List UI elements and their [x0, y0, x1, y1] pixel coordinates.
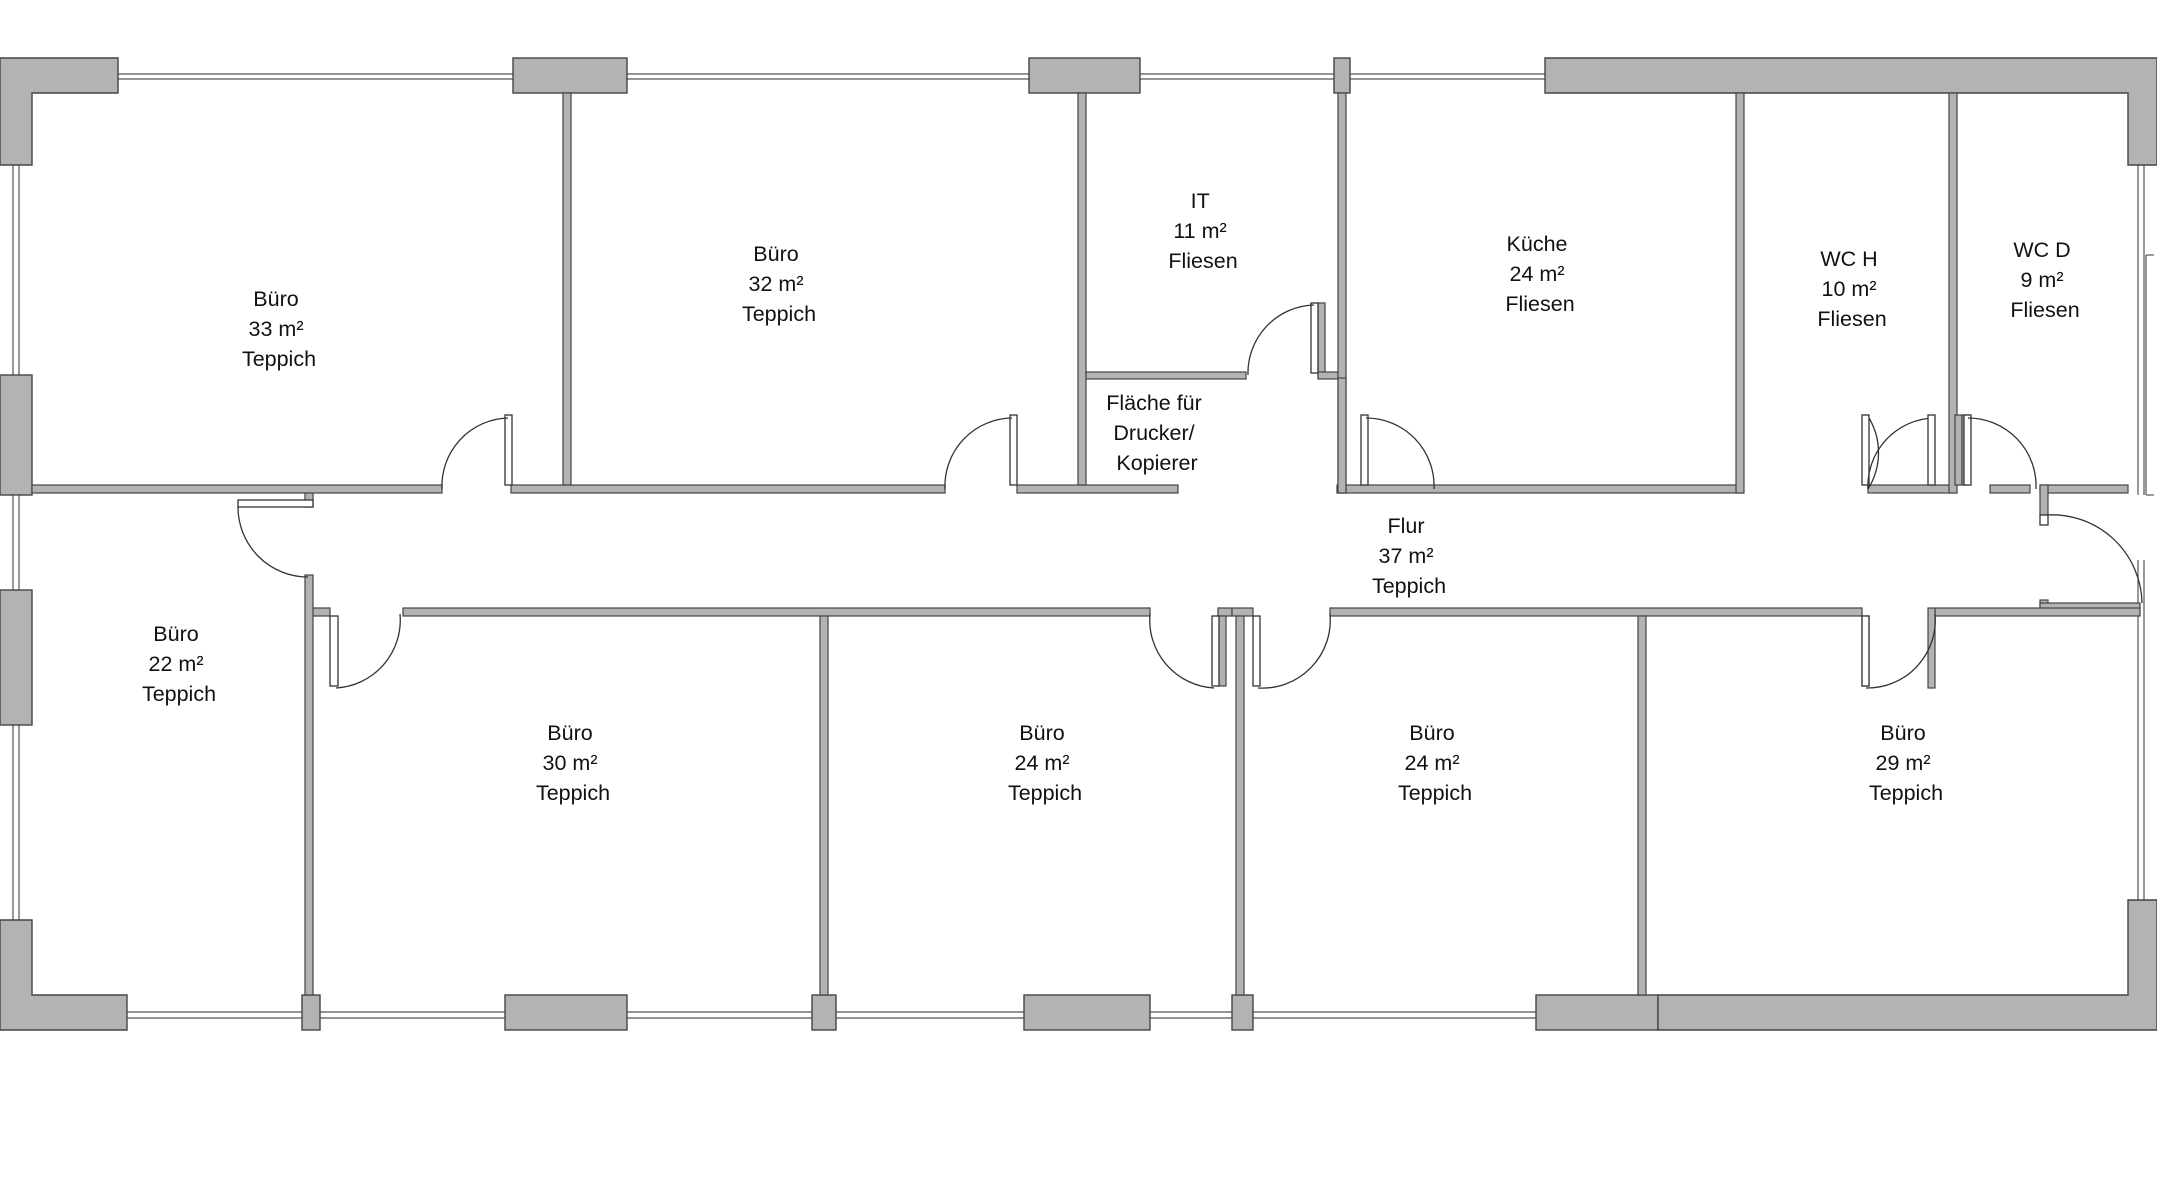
- room-floor: Teppich: [1869, 781, 1943, 805]
- room-floor: Fliesen: [1168, 249, 1237, 273]
- room-wc-d: WC D 9 m² Fliesen: [2010, 238, 2079, 322]
- room-area: 24 m²: [1015, 751, 1070, 775]
- room-buero-22: Büro 22 m² Teppich: [142, 622, 216, 706]
- area-line-1: Fläche für: [1106, 391, 1202, 415]
- room-name: Büro: [253, 287, 298, 311]
- room-floor: Teppich: [1008, 781, 1082, 805]
- room-area: 29 m²: [1876, 751, 1931, 775]
- room-name: Büro: [153, 622, 198, 646]
- room-name: Büro: [1880, 721, 1925, 745]
- room-name: Büro: [1019, 721, 1064, 745]
- interior-walls: [31, 92, 2141, 996]
- room-floor: Fliesen: [1817, 307, 1886, 331]
- area-drucker-kopierer: Fläche für Drucker/ Kopierer: [1106, 391, 1208, 475]
- room-area: 22 m²: [149, 652, 204, 676]
- room-labels: Büro 33 m² Teppich Büro 32 m² Teppich IT…: [142, 189, 2080, 805]
- room-floor: Teppich: [536, 781, 610, 805]
- room-name: IT: [1191, 189, 1210, 213]
- room-area: 10 m²: [1822, 277, 1877, 301]
- room-area: 32 m²: [749, 272, 804, 296]
- room-kueche: Küche 24 m² Fliesen: [1505, 232, 1574, 316]
- room-buero-30: Büro 30 m² Teppich: [536, 721, 610, 805]
- room-buero-29: Büro 29 m² Teppich: [1869, 721, 1943, 805]
- room-area: 24 m²: [1405, 751, 1460, 775]
- room-name: Flur: [1387, 514, 1424, 538]
- doors: [237, 302, 2143, 689]
- room-name: Büro: [1409, 721, 1454, 745]
- room-floor: Teppich: [1398, 781, 1472, 805]
- room-floor: Fliesen: [1505, 292, 1574, 316]
- room-name: WC D: [2013, 238, 2070, 262]
- room-floor: Teppich: [742, 302, 816, 326]
- room-area: 11 m²: [1173, 219, 1226, 243]
- room-buero-33: Büro 33 m² Teppich: [242, 287, 316, 371]
- room-area: 9 m²: [2021, 268, 2064, 292]
- room-buero-24b: Büro 24 m² Teppich: [1398, 721, 1472, 805]
- room-name: WC H: [1820, 247, 1877, 271]
- area-line-2: Drucker/: [1113, 421, 1194, 445]
- room-area: 37 m²: [1379, 544, 1434, 568]
- room-name: Büro: [753, 242, 798, 266]
- area-line-3: Kopierer: [1116, 451, 1197, 475]
- room-buero-24a: Büro 24 m² Teppich: [1008, 721, 1082, 805]
- room-area: 24 m²: [1510, 262, 1565, 286]
- room-name: Küche: [1507, 232, 1568, 256]
- room-floor: Fliesen: [2010, 298, 2079, 322]
- room-buero-32: Büro 32 m² Teppich: [742, 242, 816, 326]
- room-floor: Teppich: [242, 347, 316, 371]
- room-area: 33 m²: [249, 317, 304, 341]
- room-floor: Teppich: [142, 682, 216, 706]
- exterior-walls: [0, 57, 2157, 1031]
- room-area: 30 m²: [543, 751, 598, 775]
- room-name: Büro: [547, 721, 592, 745]
- room-wc-h: WC H 10 m² Fliesen: [1817, 247, 1886, 331]
- room-flur: Flur 37 m² Teppich: [1372, 514, 1446, 598]
- room-floor: Teppich: [1372, 574, 1446, 598]
- room-it: IT 11 m² Fliesen: [1168, 189, 1237, 273]
